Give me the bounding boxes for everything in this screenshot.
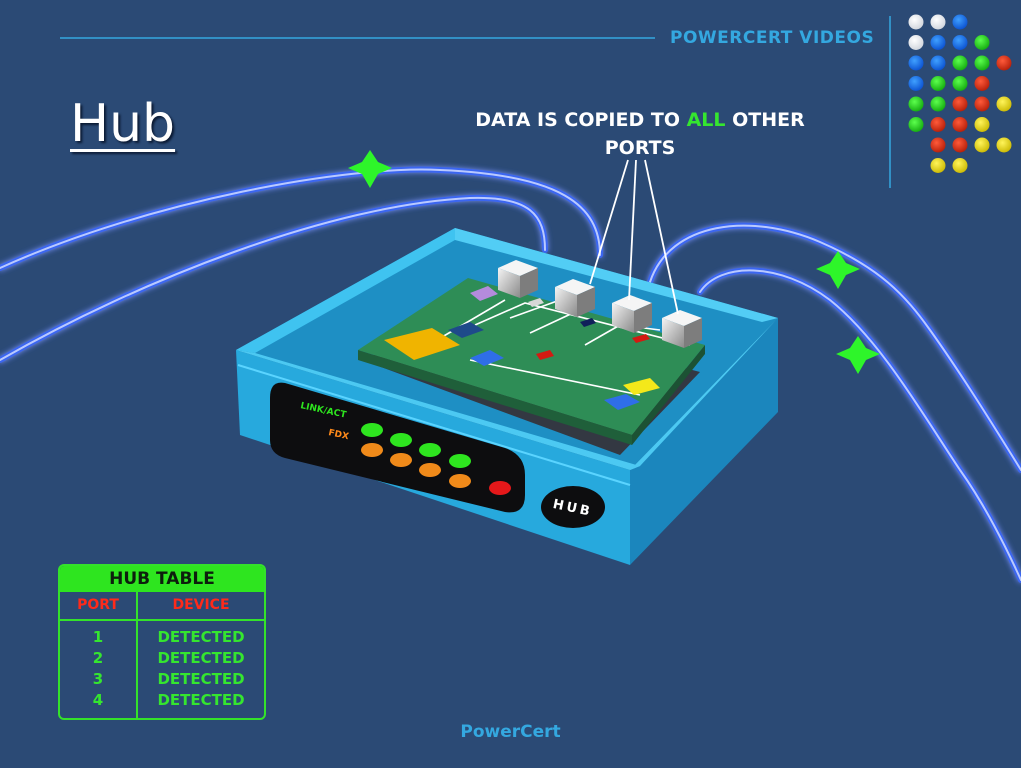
led-orange bbox=[361, 443, 383, 457]
device-cell: DETECTED bbox=[157, 691, 245, 709]
column-device: DEVICE bbox=[172, 597, 230, 613]
chip bbox=[536, 350, 554, 360]
fdx-leds bbox=[361, 443, 471, 488]
hub-table: HUB TABLE PORT DEVICE 1 2 3 4 DETECTED D… bbox=[58, 564, 266, 720]
led-green bbox=[419, 443, 441, 457]
column-port: PORT bbox=[60, 592, 138, 619]
logo-dot bbox=[952, 117, 968, 132]
logo-dot bbox=[930, 117, 946, 132]
page-title: Hub bbox=[70, 94, 176, 154]
logo-dot bbox=[908, 14, 924, 30]
led-orange bbox=[419, 463, 441, 477]
logo-dot bbox=[974, 55, 990, 71]
logo-dot bbox=[952, 35, 968, 50]
logo-dot bbox=[974, 96, 990, 112]
logo-dot bbox=[974, 117, 990, 132]
logo-dot bbox=[908, 35, 924, 50]
chip bbox=[470, 286, 498, 301]
logo-dot bbox=[952, 158, 968, 173]
logo-dot bbox=[952, 96, 968, 112]
powercert-logo-dots bbox=[908, 14, 1012, 173]
port-cubes bbox=[498, 260, 702, 348]
port-cube bbox=[498, 260, 538, 298]
port-cell: 3 bbox=[92, 670, 104, 688]
device-cell: DETECTED bbox=[157, 670, 245, 688]
chip bbox=[528, 298, 544, 307]
chip bbox=[448, 322, 484, 338]
caption-highlight: ALL bbox=[686, 109, 726, 131]
footer-brand: PowerCert bbox=[460, 722, 561, 742]
chip bbox=[623, 378, 660, 395]
chip bbox=[632, 334, 650, 343]
caption-pointers bbox=[589, 159, 679, 315]
logo-dot bbox=[930, 158, 946, 173]
star-icon bbox=[348, 150, 392, 188]
logo-dot bbox=[930, 14, 946, 30]
hub-badge bbox=[541, 486, 605, 528]
logo-dot bbox=[996, 55, 1012, 71]
logo-dot bbox=[974, 35, 990, 50]
logo-dot bbox=[930, 35, 946, 50]
logo-dot bbox=[930, 76, 946, 91]
led-green bbox=[390, 433, 412, 447]
hub-table-title: HUB TABLE bbox=[60, 566, 264, 592]
chip bbox=[580, 318, 596, 327]
port-column: 1 2 3 4 bbox=[60, 621, 138, 718]
link-leds bbox=[361, 423, 471, 468]
led-orange bbox=[390, 453, 412, 467]
logo-dot bbox=[908, 76, 924, 91]
logo-dot bbox=[930, 96, 946, 112]
port-cell: 1 bbox=[92, 628, 104, 646]
diagram-caption: DATA IS COPIED TO ALL OTHER PORTS bbox=[460, 106, 820, 162]
logo-dot bbox=[952, 14, 968, 30]
port-cube bbox=[555, 279, 595, 317]
signal-stars bbox=[348, 150, 880, 374]
star-icon bbox=[816, 251, 860, 289]
circuit-board bbox=[358, 278, 705, 435]
brand-header: POWERCERT VIDEOS bbox=[670, 28, 875, 48]
led-green bbox=[449, 454, 471, 468]
logo-dot bbox=[996, 96, 1012, 112]
logo-dot bbox=[908, 96, 924, 112]
logo-dot bbox=[930, 55, 946, 71]
chip-yellow-large bbox=[384, 328, 460, 360]
led-green bbox=[361, 423, 383, 437]
caption-text-end: OTHER PORTS bbox=[604, 109, 805, 159]
logo-dot bbox=[974, 76, 990, 91]
led-orange bbox=[449, 474, 471, 488]
hub-table-header: PORT DEVICE bbox=[60, 592, 264, 621]
logo-dot bbox=[908, 117, 924, 132]
logo-dot bbox=[952, 55, 968, 71]
chip bbox=[604, 394, 640, 410]
logo-dot bbox=[952, 137, 968, 153]
chip bbox=[470, 350, 504, 366]
device-cell: DETECTED bbox=[157, 628, 245, 646]
device-cell: DETECTED bbox=[157, 649, 245, 667]
device-column: DETECTED DETECTED DETECTED DETECTED bbox=[138, 621, 264, 718]
network-cables bbox=[0, 166, 1021, 583]
led-red bbox=[489, 481, 511, 495]
port-cell: 4 bbox=[92, 691, 104, 709]
port-cube bbox=[662, 310, 702, 348]
logo-dot bbox=[996, 137, 1012, 153]
hub-table-body: 1 2 3 4 DETECTED DETECTED DETECTED DETEC… bbox=[60, 621, 264, 718]
logo-dot bbox=[974, 137, 990, 153]
logo-dot bbox=[930, 137, 946, 153]
port-cell: 2 bbox=[92, 649, 104, 667]
star-icon bbox=[836, 336, 880, 374]
logo-dot bbox=[908, 55, 924, 71]
caption-text: DATA IS COPIED TO bbox=[475, 109, 687, 131]
hub-side bbox=[630, 318, 778, 565]
fdx-label: FDX bbox=[327, 428, 349, 442]
port-cube bbox=[612, 295, 652, 333]
logo-dot bbox=[952, 76, 968, 91]
hub-device: LINK/ACT FDX HUB bbox=[236, 228, 778, 565]
